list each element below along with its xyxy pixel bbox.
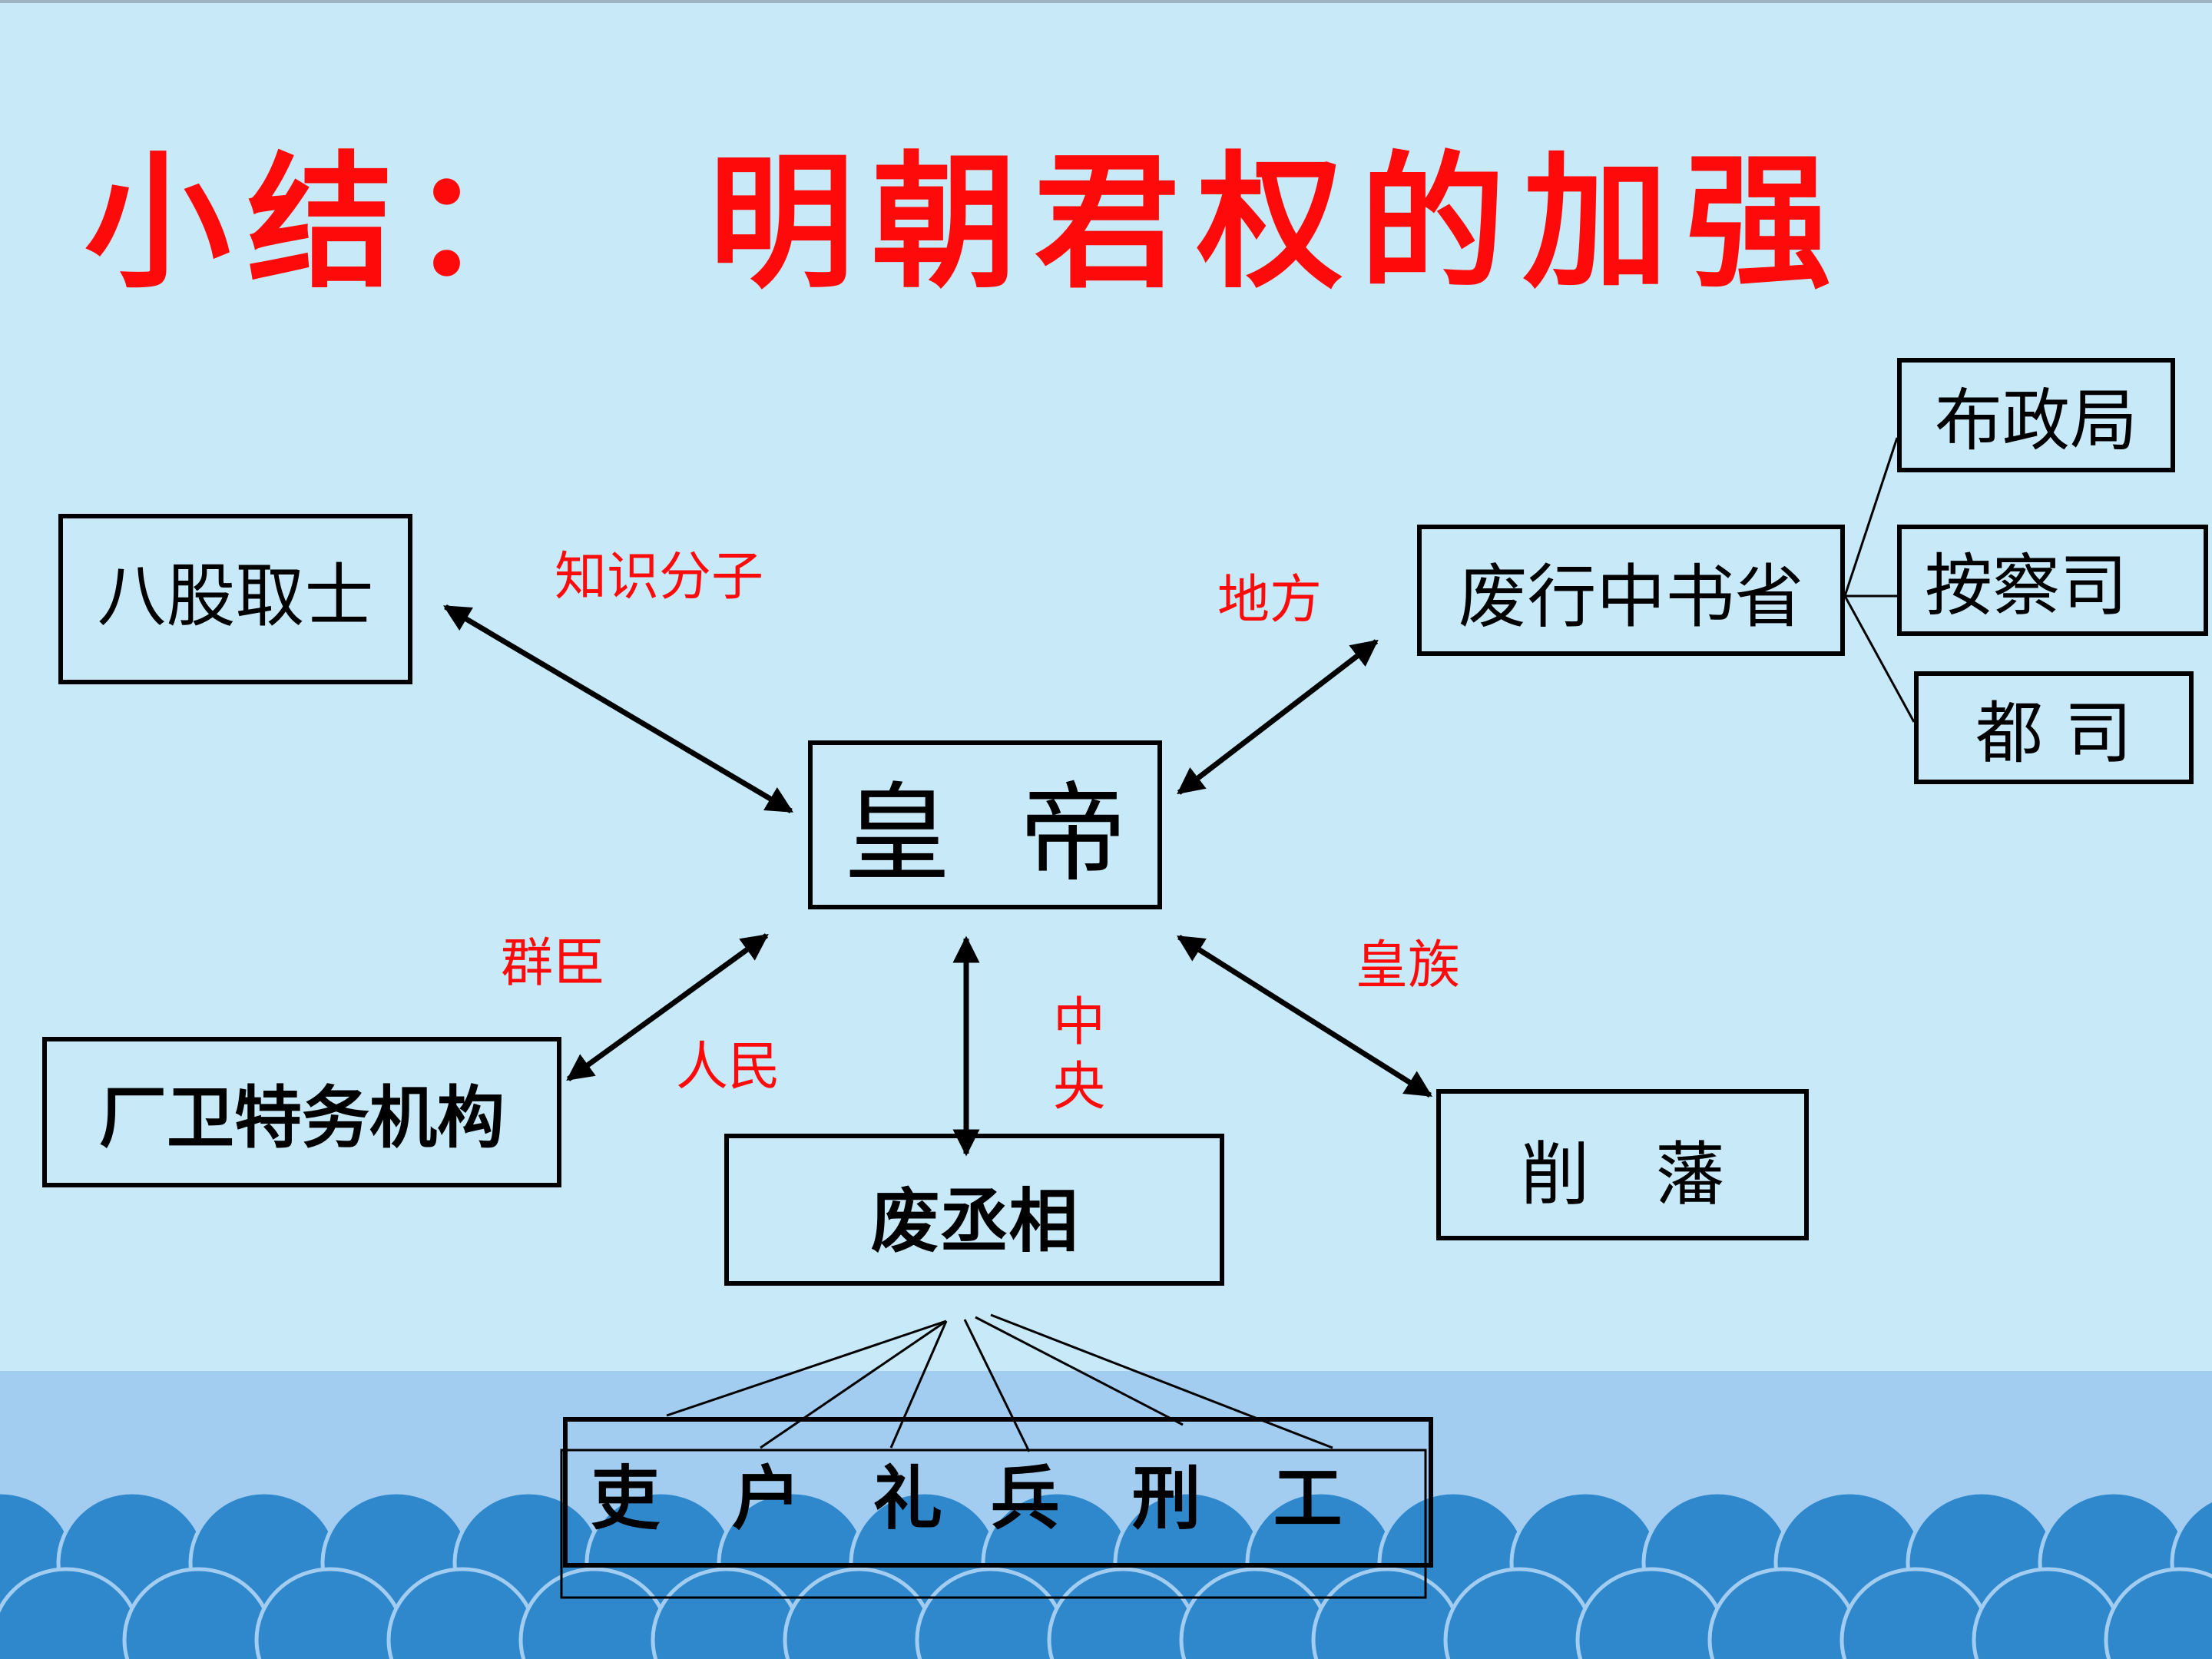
fan-line-xing	[975, 1316, 1184, 1426]
node-dusi-label: 都 司	[1975, 694, 2132, 773]
node-feixing: 废行中书省	[1417, 525, 1845, 656]
node-feixing-label: 废行中书省	[1458, 556, 1804, 637]
arrow-emperor-changwei	[566, 933, 769, 1081]
fan-line-bing	[963, 1319, 1031, 1452]
node-emperor: 皇 帝	[808, 740, 1162, 909]
node-six-ministries-label: 吏 户 礼 兵 刑 工	[591, 1458, 1343, 1539]
node-bagu: 八股取士	[58, 514, 412, 684]
node-six-ministries: 吏 户 礼 兵 刑 工	[563, 1417, 1433, 1568]
node-dusi: 都 司	[1914, 671, 2194, 784]
relation-zhishi: 知识分子	[555, 547, 764, 608]
node-changwei-label: 厂卫特务机构	[98, 1078, 505, 1157]
node-buzheng: 布政局	[1897, 358, 2175, 472]
fan-line-gong	[990, 1313, 1333, 1449]
node-bagu-label: 八股取士	[97, 556, 374, 637]
arrow-emperor-feixing	[1177, 639, 1379, 795]
relation-difang: 地方	[1217, 570, 1323, 631]
arrow-emperor-bagu	[442, 604, 794, 814]
top-border	[0, 0, 2212, 3]
relation-huangzu: 皇族	[1356, 935, 1461, 996]
relation-qunchen: 群臣	[501, 933, 606, 994]
node-feicheng-label: 废丞相	[870, 1181, 1078, 1262]
relation-zhongyang: 中 央	[1052, 992, 1105, 1118]
node-xuefan-label: 削 藩	[1520, 1134, 1725, 1215]
fan-lines-six-ministries	[666, 1313, 1333, 1452]
slide-title: 小结： 明朝君权的加强	[84, 137, 1849, 308]
arrow-emperor-xuefan	[1177, 935, 1432, 1098]
branch-line-buzheng	[1843, 437, 1899, 597]
node-xuefan: 削 藩	[1436, 1089, 1809, 1240]
node-ancha: 按察司	[1897, 525, 2208, 636]
ministries-shadow-outline	[560, 1449, 1427, 1599]
fan-line-hu	[760, 1320, 947, 1449]
node-ancha-label: 按察司	[1925, 546, 2128, 625]
node-emperor-label: 皇 帝	[843, 772, 1127, 897]
fan-line-li	[666, 1320, 947, 1417]
branch-line-dusi	[1843, 595, 1916, 723]
node-feicheng: 废丞相	[724, 1134, 1224, 1286]
node-changwei: 厂卫特务机构	[42, 1037, 561, 1187]
wave-scale	[2104, 1567, 2212, 1659]
node-buzheng-label: 布政局	[1934, 381, 2137, 460]
fan-line-li-rites	[889, 1320, 948, 1449]
relation-renmin: 人民	[676, 1037, 781, 1098]
